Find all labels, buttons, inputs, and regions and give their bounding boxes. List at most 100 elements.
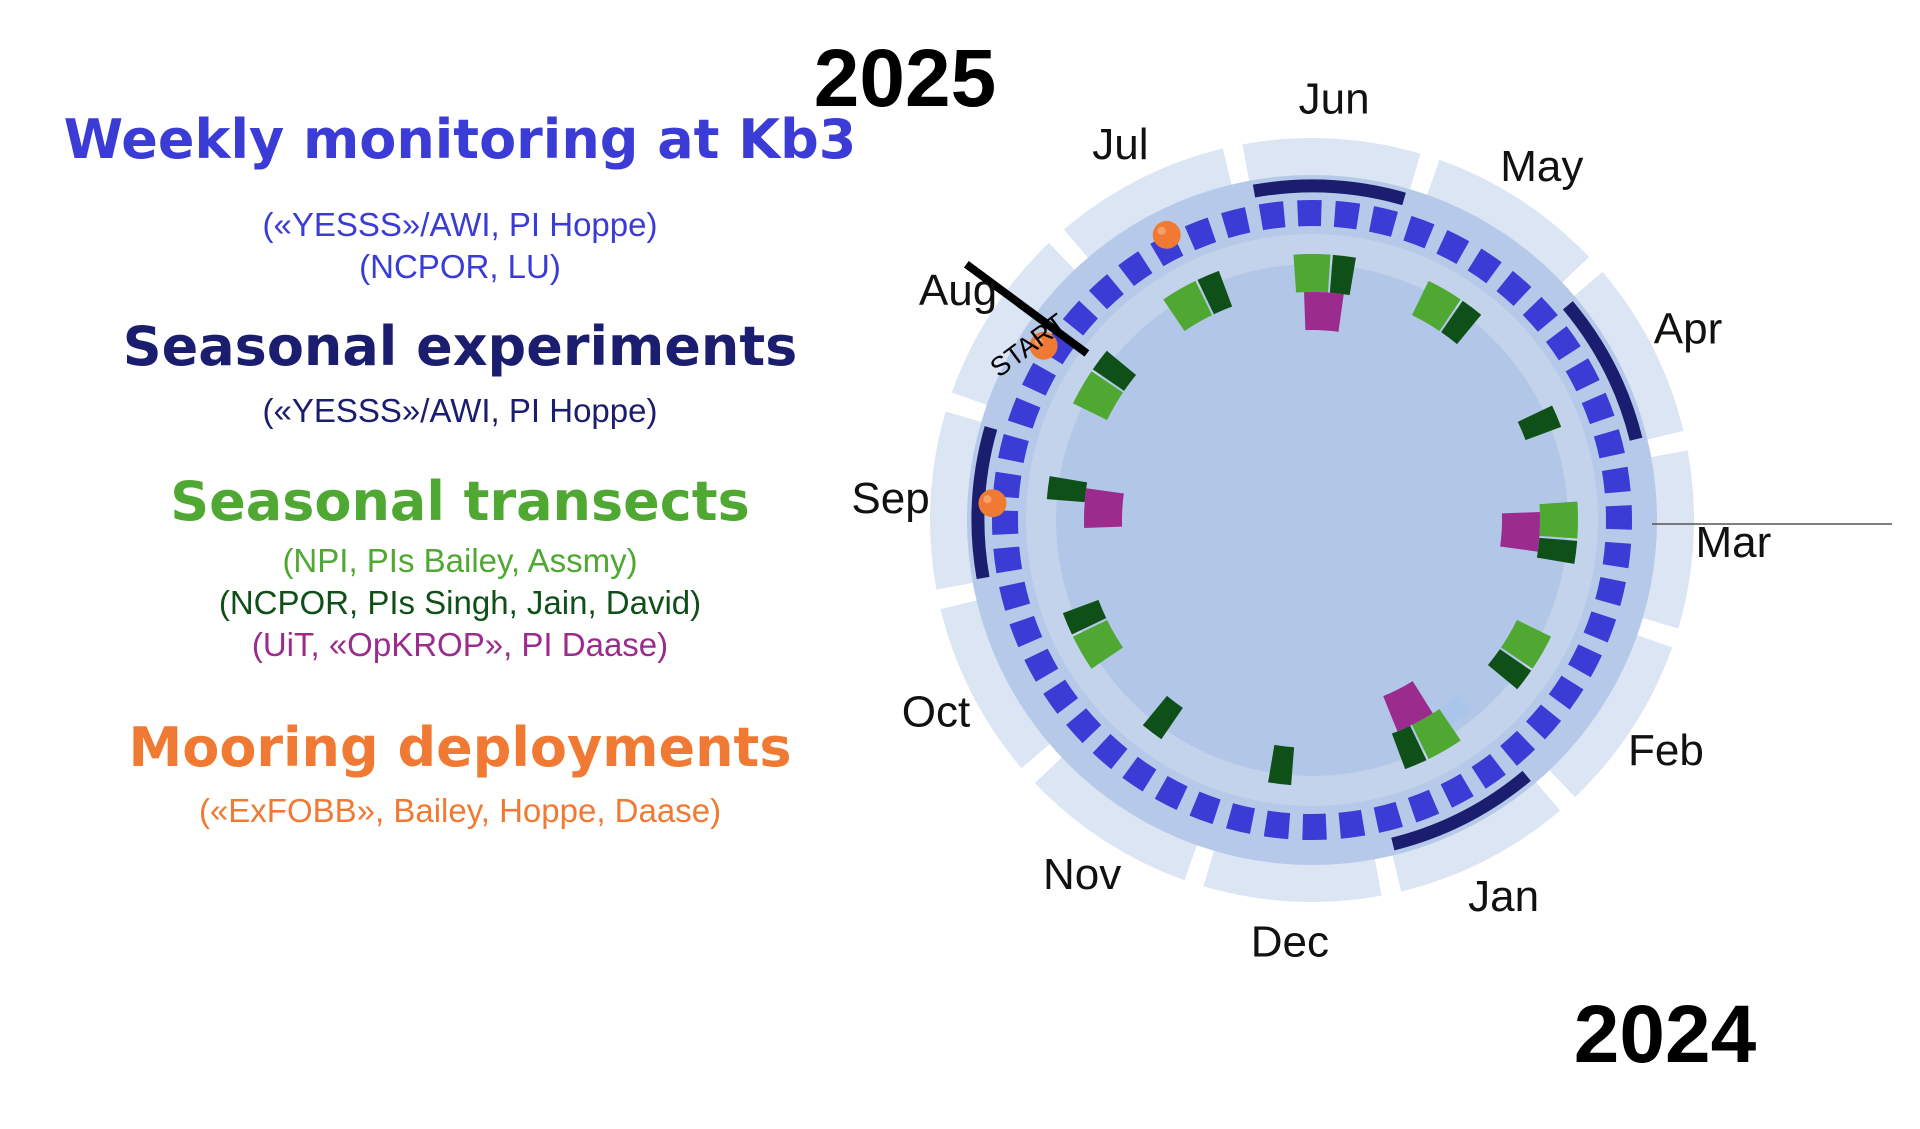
transect-ncpor-jun <box>1329 254 1356 296</box>
month-label-apr: Apr <box>1654 304 1722 353</box>
legend-seasonal-experiments-line-1: («YESSS»/AWI, PI Hoppe) <box>262 392 658 429</box>
weekly-sample-mark <box>1407 789 1440 823</box>
weekly-sample-mark <box>1258 201 1286 231</box>
month-segment-jan <box>1389 770 1561 892</box>
mooring-float-highlight <box>1034 337 1043 346</box>
weekly-sample-mark <box>1500 730 1536 766</box>
weekly-sample-mark <box>1333 200 1361 230</box>
transect-npi-jun <box>1293 254 1331 293</box>
month-segment-jul <box>1063 148 1235 270</box>
weekly-sample-mark <box>1088 274 1124 310</box>
weekly-sample-mark <box>1221 207 1251 239</box>
weekly-sample-mark <box>1440 773 1474 808</box>
transect-ncpor-jul <box>1197 270 1233 315</box>
weekly-sample-mark <box>1122 756 1157 792</box>
transect-ncpor-dec <box>1268 744 1295 786</box>
month-label-may: May <box>1500 142 1583 191</box>
transect-npi-may <box>1411 280 1461 331</box>
weekly-sample-mark <box>1467 248 1502 284</box>
weekly-sample-mark <box>1189 791 1221 825</box>
transect-npi-aug <box>1072 371 1123 421</box>
weekly-sample-mark <box>1302 813 1327 840</box>
transect-ncpor-jan <box>1391 725 1427 770</box>
month-label-oct: Oct <box>902 688 970 737</box>
legend-mooring-line-1: («ExFOBB», Bailey, Hoppe, Daase) <box>198 792 722 829</box>
month-segment-apr <box>1562 271 1684 443</box>
transect-ncpor-aug <box>1092 350 1137 391</box>
mooring-float-highlight <box>983 495 992 504</box>
weekly-sample-mark <box>1338 809 1366 839</box>
weekly-sample-mark <box>991 510 1019 535</box>
month-label-jul: Jul <box>1092 120 1148 169</box>
mooring-float <box>978 489 1007 518</box>
weekly-sample-mark <box>1601 466 1631 494</box>
transect-npi-feb <box>1501 619 1552 669</box>
weekly-sample-mark <box>1022 362 1056 396</box>
weekly-sample-mark <box>1471 753 1506 789</box>
weekly-sample-mark <box>1118 251 1153 287</box>
weekly-sample-mark <box>1583 611 1617 643</box>
weekly-sample-mark <box>1009 615 1043 648</box>
weekly-sample-mark <box>1605 505 1633 530</box>
month-label-aug: Aug <box>919 266 997 315</box>
month-segment-oct <box>940 597 1062 769</box>
mooring-jul <box>1152 220 1181 249</box>
weekly-sample-mark <box>1043 679 1079 714</box>
weekly-sample-mark <box>1092 734 1128 770</box>
seasonal-experiment-jan <box>1391 770 1531 851</box>
seasonal-experiment-jun <box>1252 179 1406 206</box>
month-segment-may <box>1422 159 1590 293</box>
month-label-jun: Jun <box>1299 75 1370 124</box>
transect-ncpor-sep <box>1046 476 1088 503</box>
month-label-mar: Mar <box>1696 518 1772 567</box>
month-label-nov: Nov <box>1043 850 1121 899</box>
transect-ncpor-mar <box>1536 537 1578 564</box>
transect-uit-jan <box>1383 681 1433 732</box>
weekly-sample-mark <box>1007 397 1041 429</box>
transect-npi-jul <box>1163 280 1213 331</box>
weekly-sample-mark <box>1526 704 1562 740</box>
legend-transects-ncpor: (NCPOR, PIs Singh, Jain, David) <box>218 584 702 621</box>
weekly-sample-mark <box>1062 300 1098 336</box>
month-label-sep: Sep <box>851 474 929 523</box>
weekly-sample-mark <box>1496 270 1532 306</box>
legend-weekly-title: Weekly monitoring at Kb3 <box>63 108 857 171</box>
weekly-sample-mark <box>1568 644 1602 678</box>
weekly-sample-mark <box>1602 541 1632 569</box>
weekly-sample-mark <box>1226 803 1255 834</box>
transect-uit-jun <box>1304 292 1344 332</box>
weekly-sample-mark <box>1522 296 1558 332</box>
month-segment-aug <box>951 242 1085 410</box>
weekly-sample-mark <box>1263 810 1291 840</box>
mooring-float-highlight <box>1157 226 1166 235</box>
mooring-sep <box>978 489 1007 518</box>
month-segment-nov <box>1034 747 1202 881</box>
legend-transects-npi: (NPI, PIs Bailey, Assmy) <box>282 542 638 579</box>
weekly-sample-mark <box>1403 215 1435 249</box>
start-line <box>963 261 1090 357</box>
year-top-label: 2025 <box>814 33 996 124</box>
transect-ncpor-may <box>1441 300 1482 345</box>
month-label-jan: Jan <box>1468 872 1539 921</box>
weekly-sample-mark <box>1545 326 1581 361</box>
seasonal-experiment-apr <box>1562 301 1643 441</box>
transect-uit-sep <box>1084 488 1124 528</box>
weekly-sample-mark <box>998 434 1029 463</box>
transect-npi-jan <box>1411 709 1461 760</box>
weekly-sample-mark <box>1154 776 1188 810</box>
legend-mooring-title: Mooring deployments <box>128 716 792 779</box>
transect-uit-mar <box>1500 512 1540 552</box>
weekly-sample-mark <box>1436 230 1470 264</box>
month-label-dec: Dec <box>1251 917 1329 966</box>
weekly-sample-mark <box>1595 577 1626 606</box>
year-bottom-label: 2024 <box>1574 989 1757 1080</box>
mooring-float <box>1152 220 1181 249</box>
weekly-sample-mark <box>993 546 1023 574</box>
weekly-sample-mark <box>1593 429 1625 459</box>
legend-weekly-line-2: (NCPOR, LU) <box>359 248 561 285</box>
weekly-sample-mark <box>1373 801 1403 833</box>
weekly-sample-mark <box>1548 675 1584 710</box>
transect-ncpor-feb <box>1487 649 1532 690</box>
transect-npi-oct <box>1072 619 1123 669</box>
